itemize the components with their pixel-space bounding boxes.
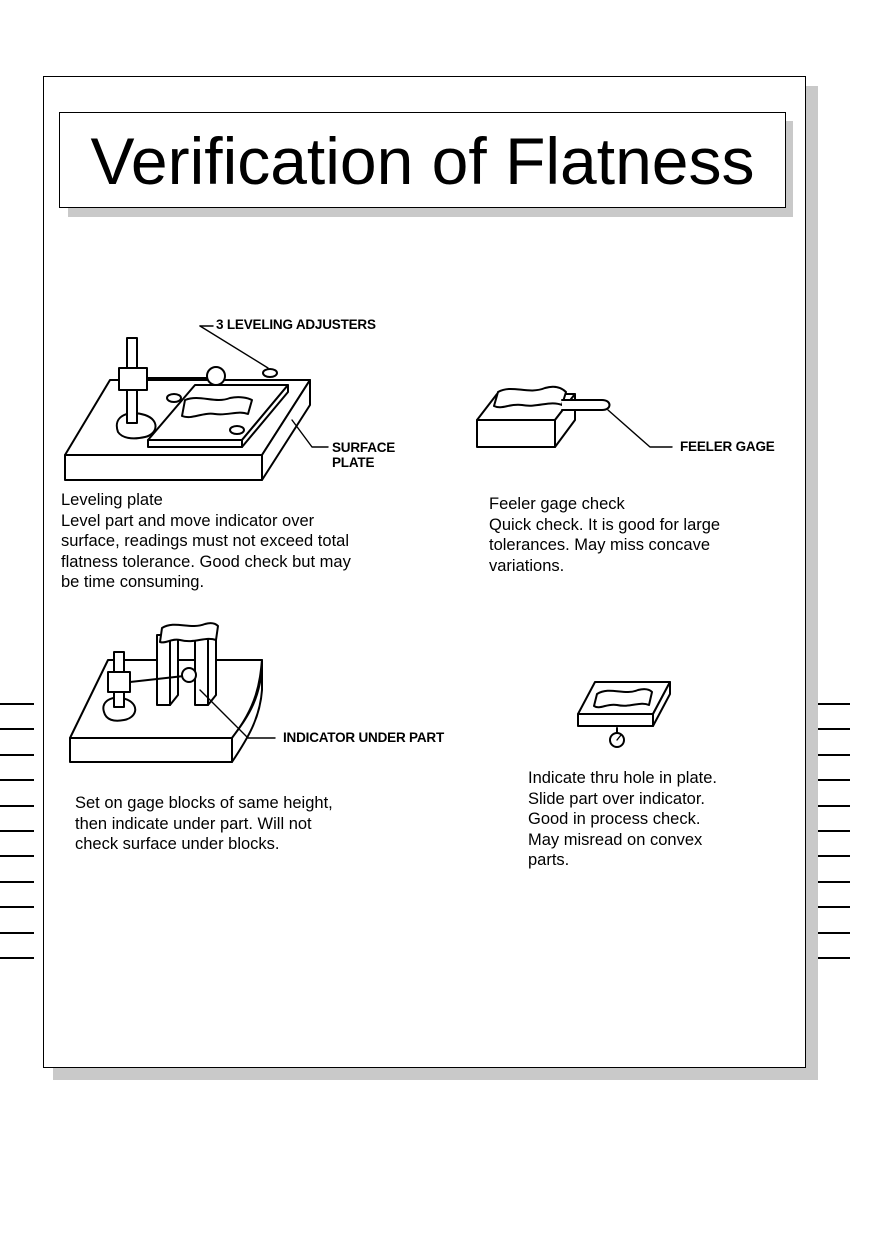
feeler-gage-illustration xyxy=(476,385,673,448)
leveling-plate-description: Leveling plate Level part and move indic… xyxy=(61,490,351,593)
description-line: Level part and move indicator over xyxy=(61,511,315,530)
slide-frame xyxy=(43,76,806,1068)
left-tick-marks xyxy=(0,703,34,982)
indicator-under-part-illustration xyxy=(69,622,276,763)
description-line: tolerances. May miss concave xyxy=(489,536,711,554)
description-line: Quick check. It is good for large xyxy=(489,515,721,534)
description-line: then indicate under part. Will not xyxy=(75,814,312,833)
description-line: be time consuming. xyxy=(61,573,205,591)
description-line: parts. xyxy=(528,851,570,869)
description-line: Set on gage blocks of same height, xyxy=(75,794,333,812)
description-line: surface, readings must not exceed total xyxy=(61,532,349,550)
description-line: flatness tolerance. Good check but may xyxy=(61,552,351,571)
callout-indicator-under-part: INDICATOR UNDER PART xyxy=(283,730,444,745)
description-line: Indicate thru hole in plate. xyxy=(528,769,717,787)
gage-blocks-description: Set on gage blocks of same height, then … xyxy=(75,793,333,855)
callout-feeler-gage: FEELER GAGE xyxy=(680,439,775,454)
thru-hole-description: Indicate thru hole in plate. Slide part … xyxy=(528,768,717,871)
page-title: Verification of Flatness xyxy=(90,124,755,198)
right-tick-marks xyxy=(816,703,850,982)
description-line: variations. xyxy=(489,556,565,575)
method-heading: Feeler gage check xyxy=(489,495,625,513)
description-line: Slide part over indicator. xyxy=(528,789,706,808)
description-line: check surface under blocks. xyxy=(75,835,280,853)
description-line: May misread on convex xyxy=(528,830,703,849)
description-line: Good in process check. xyxy=(528,810,701,828)
callout-plate: PLATE xyxy=(332,455,375,470)
callout-leveling-adjusters: 3 LEVELING ADJUSTERS xyxy=(216,317,376,332)
thru-hole-illustration xyxy=(577,681,671,748)
feeler-gage-description: Feeler gage check Quick check. It is goo… xyxy=(489,494,720,576)
method-heading: Leveling plate xyxy=(61,491,163,509)
callout-surface: SURFACE xyxy=(332,440,396,455)
title-box: Verification of Flatness xyxy=(59,112,786,208)
leveling-plate-illustration xyxy=(64,325,329,481)
